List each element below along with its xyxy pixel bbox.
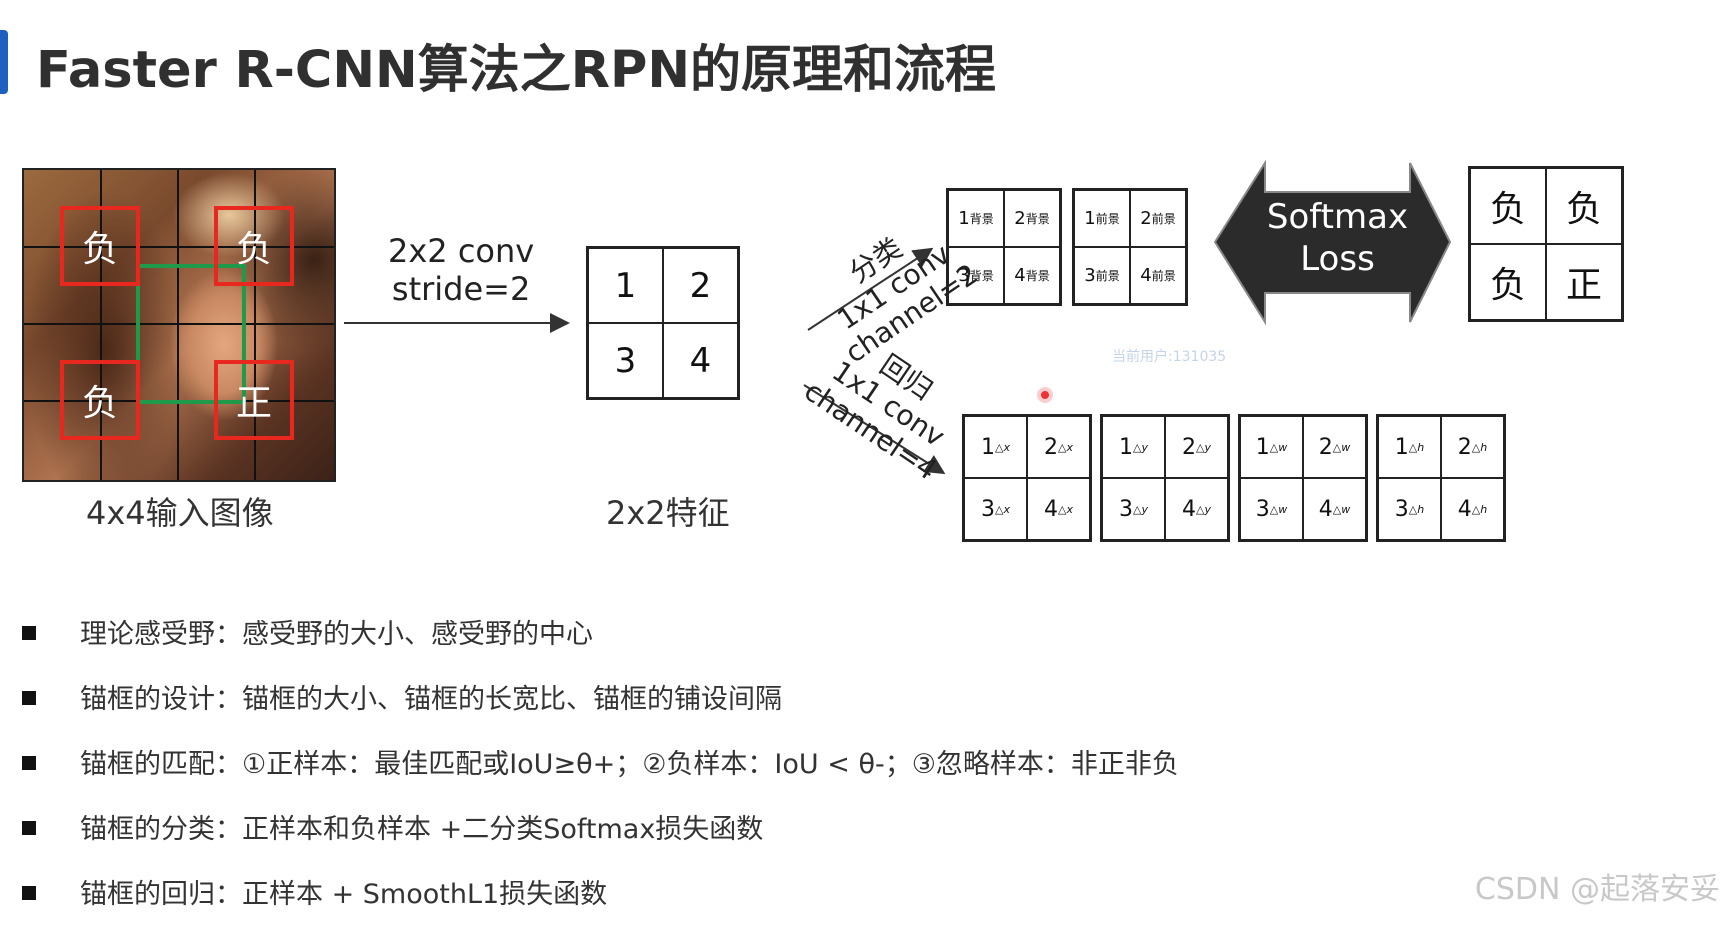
result-cell: 负	[1546, 168, 1622, 244]
feature-map: 1 2 3 4	[586, 246, 740, 400]
regression-branch-label: 回归 1x1 conv channel=4	[798, 348, 951, 487]
anchor-box-neg-3: 负	[60, 360, 140, 440]
feature-cell: 2	[663, 248, 738, 323]
feature-cell: 3	[588, 323, 663, 398]
regression-cell: 4△x	[1027, 478, 1090, 540]
regression-cell: 2△h	[1441, 416, 1504, 478]
regression-cell: 2△y	[1165, 416, 1228, 478]
slide-title: Faster R-CNN算法之RPN的原理和流程	[36, 41, 997, 100]
anchor-box-neg-2: 负	[214, 206, 294, 286]
classification-result-grid: 负 负 负 正	[1468, 166, 1624, 322]
watermark: CSDN @起落安妥	[1474, 872, 1720, 907]
regression-cell: 3△x	[964, 478, 1027, 540]
regression-map-dw: 1△w 2△w 3△w 4△w	[1238, 414, 1368, 542]
result-cell: 正	[1546, 244, 1622, 320]
regression-cell: 3△h	[1378, 478, 1441, 540]
anchor-box-pos: 正	[214, 360, 294, 440]
feature-cell: 1	[588, 248, 663, 323]
regression-cell: 3△y	[1102, 478, 1165, 540]
anchor-box-neg-1: 负	[60, 206, 140, 286]
regression-cell: 1△w	[1240, 416, 1303, 478]
regression-cell: 4△y	[1165, 478, 1228, 540]
input-image: 负 负 负 正	[22, 168, 336, 482]
feature-map-caption: 2x2特征	[606, 494, 730, 532]
feature-cell: 4	[663, 323, 738, 398]
regression-map-dx: 1△x 2△x 3△x 4△x	[962, 414, 1092, 542]
regression-map-dy: 1△y 2△y 3△y 4△y	[1100, 414, 1230, 542]
softmax-loss-label: Softmax Loss	[1266, 197, 1409, 279]
regression-cell: 2△x	[1027, 416, 1090, 478]
input-image-caption: 4x4输入图像	[86, 494, 274, 532]
regression-cell: 2△w	[1303, 416, 1366, 478]
regression-cell: 1△y	[1102, 416, 1165, 478]
regression-cell: 4△w	[1303, 478, 1366, 540]
conv-label: 2x2 conv stride=2	[388, 232, 535, 308]
pointer-dot	[1041, 391, 1049, 399]
title-accent-bar	[0, 30, 8, 94]
positive-gt-box	[136, 264, 246, 404]
result-cell: 负	[1470, 168, 1546, 244]
regression-map-dh: 1△h 2△h 3△h 4△h	[1376, 414, 1506, 542]
regression-cell: 1△h	[1378, 416, 1441, 478]
result-cell: 负	[1470, 244, 1546, 320]
regression-cell: 4△h	[1441, 478, 1504, 540]
regression-cell: 1△x	[964, 416, 1027, 478]
regression-cell: 3△w	[1240, 478, 1303, 540]
current-user-tag: 当前用户:131035	[1112, 349, 1227, 365]
